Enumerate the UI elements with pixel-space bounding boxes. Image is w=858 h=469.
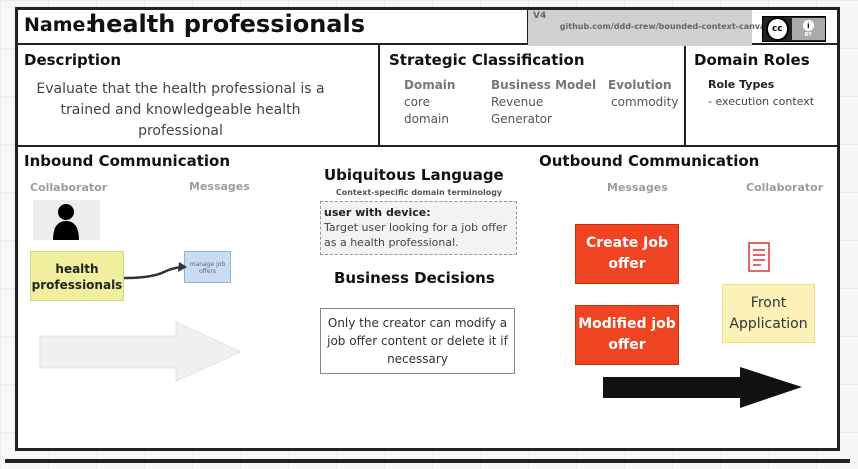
business-decisions-title: Business Decisions <box>334 269 495 287</box>
person-icon-box <box>33 200 100 240</box>
inbound-collaborator-head: Collaborator <box>30 181 108 194</box>
repo-link[interactable]: github.com/ddd-crew/bounded-context-canv… <box>559 22 771 31</box>
outbound-messages-head: Messages <box>607 181 668 194</box>
inbound-title: Inbound Communication <box>24 152 231 170</box>
role-types-value: - execution context <box>708 95 815 108</box>
person-icon <box>53 204 79 240</box>
description-text: Evaluate that the health professional is… <box>36 81 325 139</box>
domain-value-1: core <box>404 95 430 109</box>
description-title: Description <box>24 51 122 69</box>
license-badge: cc i BY <box>762 16 826 42</box>
strategic-title: Strategic Classification <box>389 51 585 69</box>
business-model-value-2: Generator <box>491 112 552 126</box>
role-types-head: Role Types <box>708 78 775 91</box>
document-icon <box>748 242 770 272</box>
outbound-arrow <box>603 367 802 408</box>
ubiquitous-term: user with device: <box>324 206 431 219</box>
evolution-head: Evolution <box>608 78 672 92</box>
outbound-collaborator-note[interactable]: Front Application <box>722 284 815 343</box>
context-name: health professionals <box>89 10 365 38</box>
inbound-arrow <box>39 321 243 382</box>
outbound-title: Outbound Communication <box>539 152 760 170</box>
business-model-value-1: Revenue <box>491 95 544 109</box>
domain-head: Domain <box>404 78 456 92</box>
outbound-collaborator-head: Collaborator <box>746 181 824 194</box>
domain-value-2: domain <box>404 112 449 126</box>
inbound-connector <box>123 262 187 280</box>
business-model-head: Business Model <box>491 78 597 92</box>
inbound-messages-head: Messages <box>189 180 250 193</box>
divider-roles <box>684 44 686 146</box>
ubiquitous-definition: Target user looking for a job offer as a… <box>324 221 508 249</box>
evolution-value: commodity <box>611 95 679 109</box>
outbound-message-modified[interactable]: Modified job offer <box>575 305 679 365</box>
ubiquitous-subtitle: Context-specific domain terminology <box>335 188 503 197</box>
bottom-rule <box>5 459 850 463</box>
inbound-message-note[interactable]: manage job offers <box>184 251 231 283</box>
divider-header <box>18 43 840 45</box>
version-box <box>528 10 752 46</box>
name-label: Name: <box>24 14 94 36</box>
version-label: V4 <box>533 11 547 21</box>
person-circle-icon: i <box>802 20 814 31</box>
business-decision-note[interactable]: Only the creator can modify a job offer … <box>320 308 515 374</box>
ubiquitous-term-note[interactable]: user with device: Target user looking fo… <box>320 201 517 255</box>
by-icon: i BY <box>791 18 825 40</box>
domain-roles-title: Domain Roles <box>694 51 810 69</box>
divider-desc <box>378 44 380 146</box>
ubiquitous-title: Ubiquitous Language <box>324 166 504 184</box>
inbound-collaborator-note[interactable]: health professionals <box>30 251 124 301</box>
outbound-message-create[interactable]: Create Job offer <box>575 224 679 284</box>
by-label: BY <box>804 32 812 38</box>
divider-mid <box>18 145 840 147</box>
cc-icon: cc <box>766 17 789 41</box>
